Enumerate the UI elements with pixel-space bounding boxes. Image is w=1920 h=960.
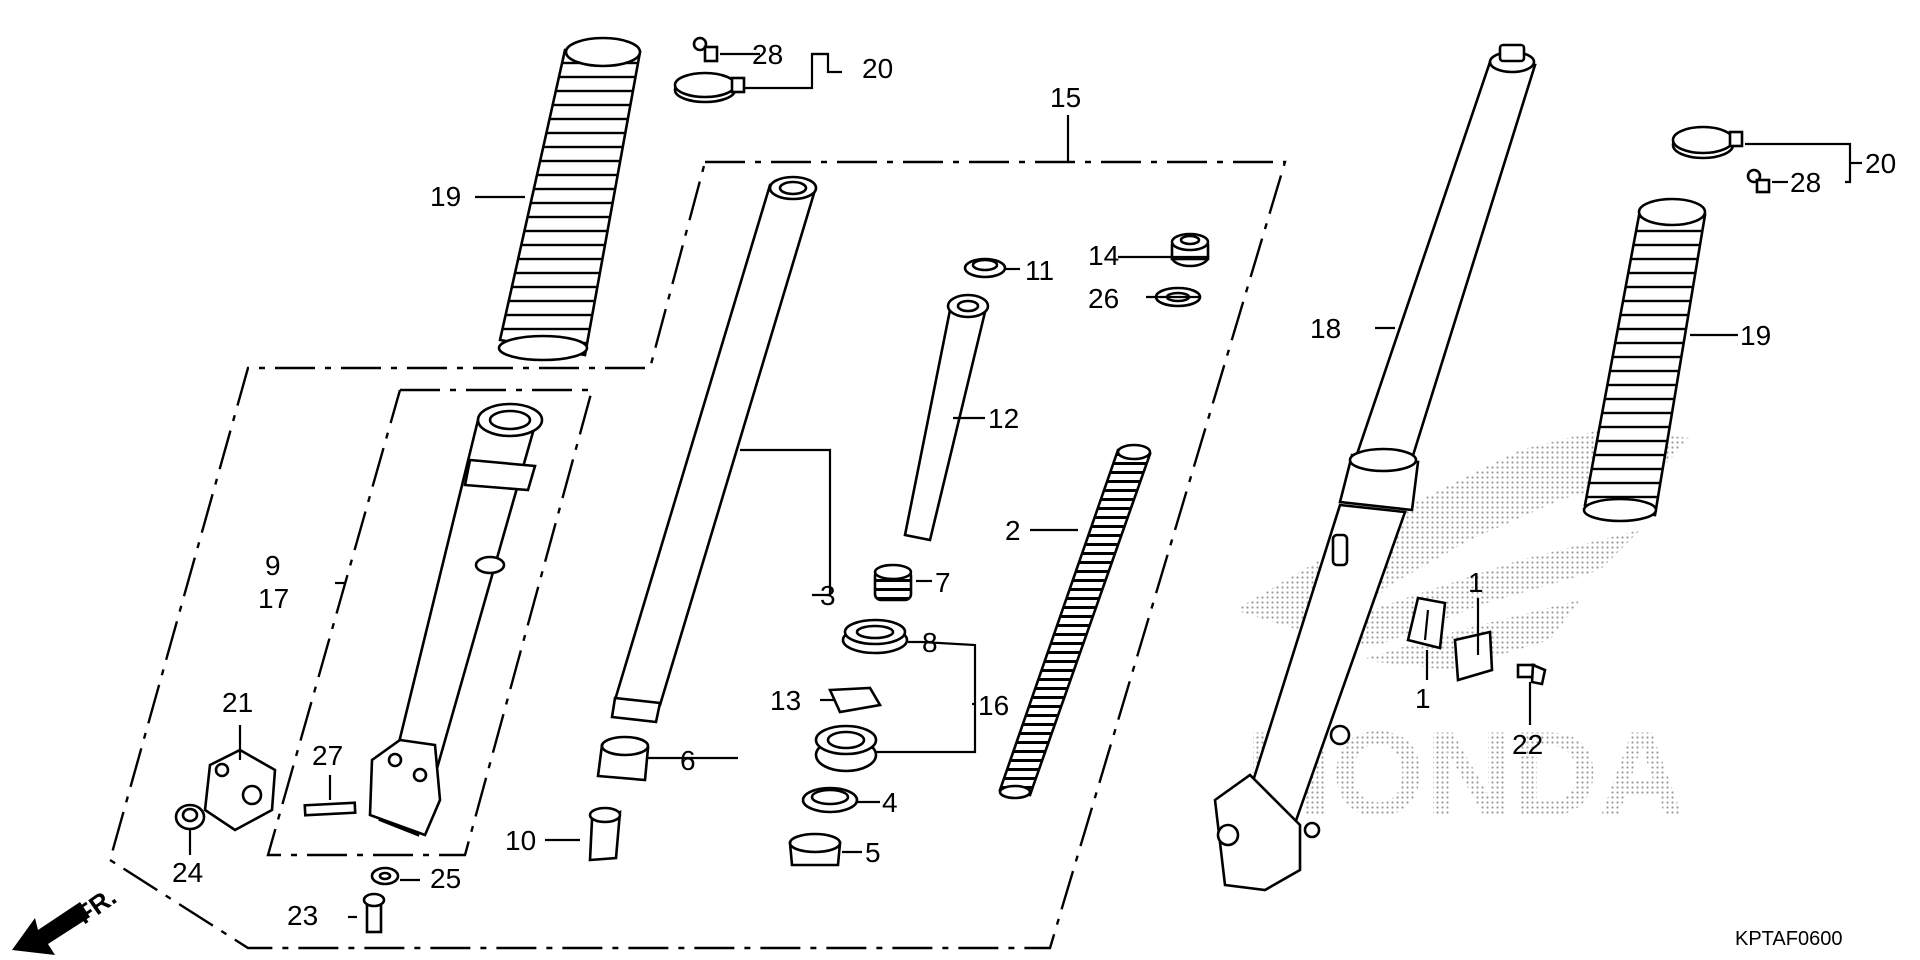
callout-11: 11 xyxy=(1025,255,1054,286)
front-direction-arrow: FR. xyxy=(12,881,122,955)
callout-24: 24 xyxy=(172,857,203,888)
axle-holder-nut xyxy=(174,803,206,831)
callout-9: 9 xyxy=(265,550,281,581)
fork-piston xyxy=(903,293,990,542)
dust-seal xyxy=(788,832,842,867)
assembly-outline-15 xyxy=(108,160,1287,950)
callout-28-upper: 28 xyxy=(752,39,783,70)
callout-23: 23 xyxy=(287,900,318,931)
callout-14: 14 xyxy=(1088,240,1119,271)
callout-7: 7 xyxy=(935,567,951,598)
callout-26: 26 xyxy=(1088,283,1119,314)
callout-16: 16 xyxy=(978,690,1009,721)
callout-1a: 1 xyxy=(1468,567,1484,598)
stopper-ring xyxy=(801,786,859,814)
callout-3: 3 xyxy=(820,580,836,611)
flange-bolt xyxy=(1516,663,1547,686)
boot-band-right xyxy=(1671,125,1744,160)
callout-4: 4 xyxy=(882,787,898,818)
callout-15: 15 xyxy=(1050,82,1081,113)
callout-12: 12 xyxy=(988,403,1019,434)
part-callouts: 1 1 2 3 4 5 6 7 8 9 10 11 12 13 14 15 16… xyxy=(172,39,1896,931)
band-screw-right xyxy=(1746,168,1771,194)
fork-boot-right xyxy=(1582,197,1707,523)
callout-6: 6 xyxy=(680,745,696,776)
fork-bolt xyxy=(1170,232,1210,268)
fork-pipe xyxy=(610,175,818,724)
diagram-code: KPTAF0600 xyxy=(1735,928,1842,950)
callout-2: 2 xyxy=(1005,515,1021,546)
callout-22: 22 xyxy=(1512,729,1543,760)
piston-ring xyxy=(963,257,1007,279)
callout-17: 17 xyxy=(258,583,289,614)
slide-bushing xyxy=(596,735,650,782)
axle-holder xyxy=(203,748,277,832)
boot-band-upper xyxy=(673,71,746,104)
brake-hose-guide-b xyxy=(1453,630,1494,682)
stud-bolt xyxy=(303,801,357,817)
callout-13: 13 xyxy=(770,685,801,716)
callout-20-right: 20 xyxy=(1865,148,1896,179)
callout-25: 25 xyxy=(430,863,461,894)
leader-lines xyxy=(188,52,1862,919)
callout-27: 27 xyxy=(312,740,343,771)
callout-5: 5 xyxy=(865,837,881,868)
fork-bottom-case xyxy=(368,402,544,837)
drain-washer xyxy=(370,866,400,886)
callout-8: 8 xyxy=(922,627,938,658)
callout-18: 18 xyxy=(1310,313,1341,344)
callout-19-right: 19 xyxy=(1740,320,1771,351)
oil-lock-piece xyxy=(588,806,622,862)
callout-1b: 1 xyxy=(1415,683,1431,714)
callout-10: 10 xyxy=(505,825,536,856)
callout-28-right: 28 xyxy=(1790,167,1821,198)
callout-21: 21 xyxy=(222,687,253,718)
back-up-ring xyxy=(828,686,883,714)
rebound-spring xyxy=(873,563,913,602)
fork-assembly xyxy=(1213,43,1537,892)
callout-20-upper: 20 xyxy=(862,53,893,84)
brake-hose-guide-a xyxy=(1406,596,1447,650)
band-screw-upper xyxy=(692,36,719,63)
guide-bushing xyxy=(814,724,878,773)
callout-19-left: 19 xyxy=(430,181,461,212)
fork-spring xyxy=(998,443,1152,800)
oil-seal xyxy=(841,618,909,655)
fork-boot-left xyxy=(497,36,642,362)
socket-bolt xyxy=(362,892,386,934)
